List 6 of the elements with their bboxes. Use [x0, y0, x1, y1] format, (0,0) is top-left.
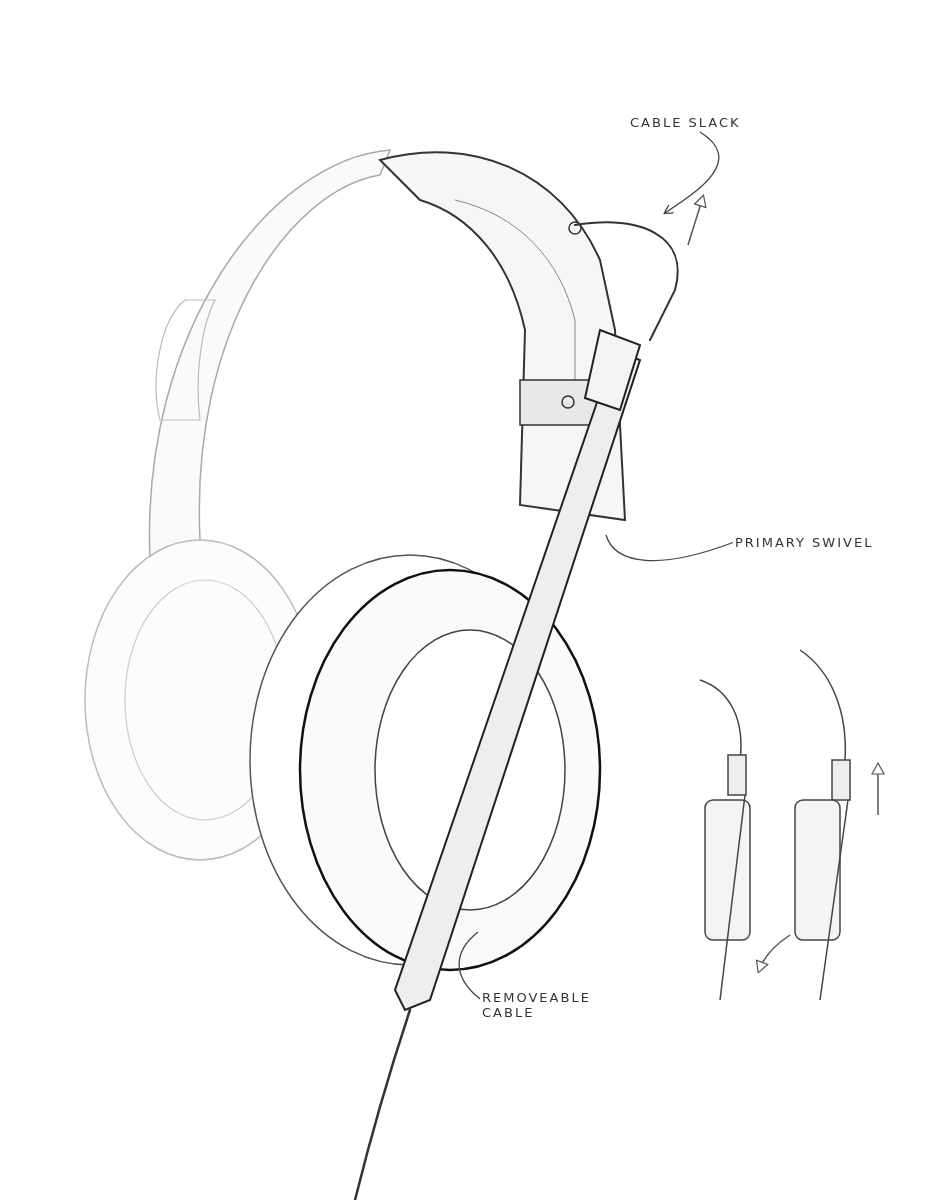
leader-line [605, 534, 734, 562]
callout-label: REMOVEABLE CABLE [482, 990, 592, 1020]
leader-line [458, 931, 481, 1000]
callout-label: CABLE SLACK [630, 115, 742, 130]
callout-label: PRIMARY SWIVEL [735, 535, 875, 550]
leader-line [663, 131, 720, 215]
